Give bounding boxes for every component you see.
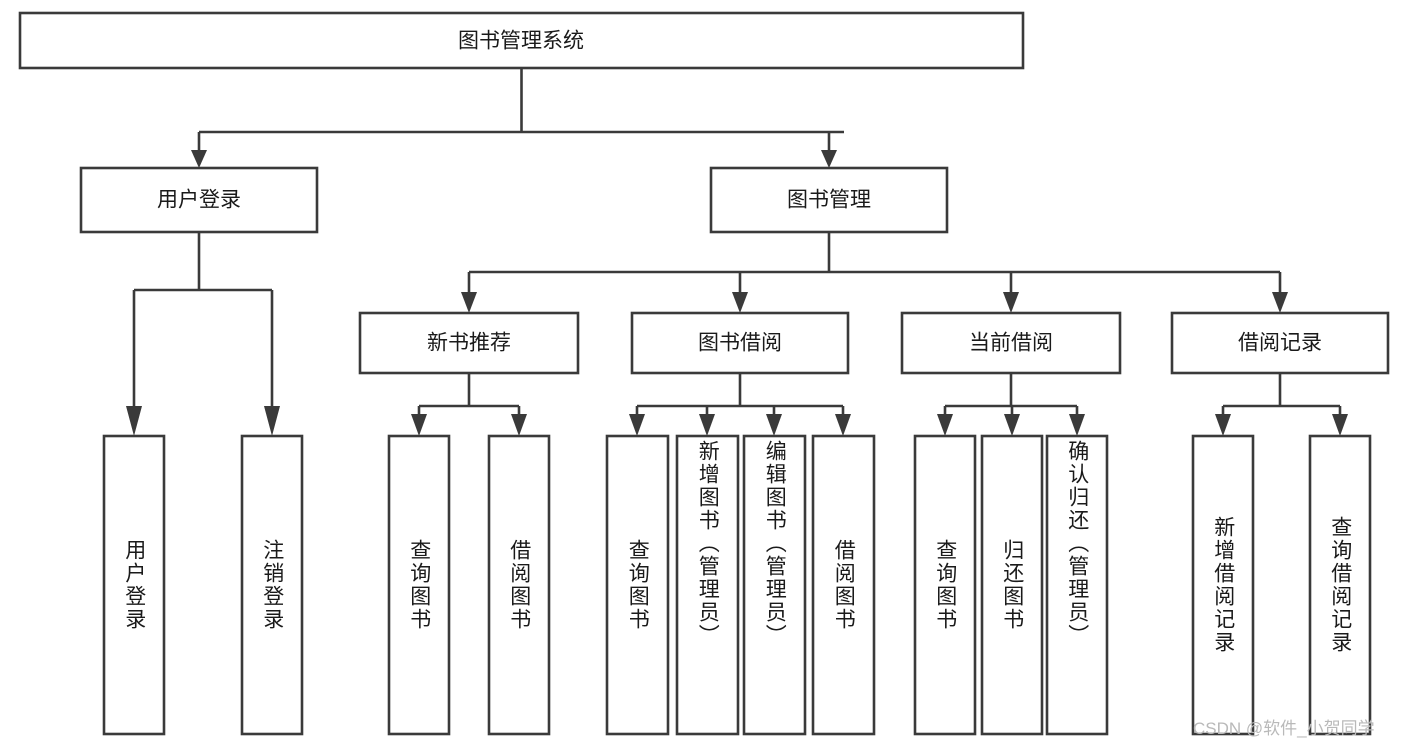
arrowhead-cb-leaf-1 bbox=[937, 414, 953, 436]
node-new-book-recommend-label: 新书推荐 bbox=[427, 332, 511, 355]
arrowhead-new-book-recommend bbox=[461, 292, 477, 313]
connector-layer bbox=[126, 68, 1348, 436]
leaf-box-nbr-borrow-book[interactable] bbox=[487, 434, 551, 736]
node-current-borrow[interactable]: 当前借阅 bbox=[900, 311, 1122, 375]
node-user-login[interactable]: 用户登录 bbox=[79, 166, 319, 234]
node-book-manage[interactable]: 图书管理 bbox=[709, 166, 949, 234]
leaf-box-br-query-record[interactable] bbox=[1308, 434, 1372, 736]
arrowhead-book-borrow bbox=[732, 292, 748, 313]
arrowhead-cb-leaf-2 bbox=[1004, 414, 1020, 436]
arrowhead-user-login bbox=[191, 150, 207, 168]
leaf-boxes-current-borrow bbox=[913, 434, 1109, 736]
leaf-box-bb-borrow-book[interactable] bbox=[811, 434, 876, 736]
leaf-box-bb-add-book[interactable] bbox=[675, 434, 740, 736]
arrowhead-br-leaf-1 bbox=[1215, 414, 1231, 436]
arrowhead-current-borrow bbox=[1003, 292, 1019, 313]
arrowhead-bb-leaf-2 bbox=[699, 414, 715, 436]
node-borrow-record-label: 借阅记录 bbox=[1238, 332, 1322, 355]
node-borrow-record-box[interactable] bbox=[1170, 311, 1390, 375]
arrowhead-bb-leaf-4 bbox=[835, 414, 851, 436]
leaf-box-cb-query-book[interactable] bbox=[913, 434, 977, 736]
leaf-box-br-add-record[interactable] bbox=[1191, 434, 1255, 736]
node-user-login-label: 用户登录 bbox=[157, 189, 241, 212]
node-new-book-recommend[interactable]: 新书推荐 bbox=[358, 311, 580, 375]
leaf-box-bb-edit-book[interactable] bbox=[742, 434, 807, 736]
leaf-boxes-borrow-record bbox=[1191, 434, 1372, 736]
arrowhead-borrow-record bbox=[1272, 292, 1288, 313]
arrowhead-bb-leaf-3 bbox=[766, 414, 782, 436]
arrowhead-cb-leaf-3 bbox=[1069, 414, 1085, 436]
node-current-borrow-box[interactable] bbox=[900, 311, 1122, 375]
arrowhead-book-manage bbox=[821, 150, 837, 168]
node-new-book-recommend-box[interactable] bbox=[358, 311, 580, 375]
node-book-borrow[interactable]: 图书借阅 bbox=[630, 311, 850, 375]
leaf-box-logout[interactable] bbox=[240, 434, 304, 736]
node-book-manage-label: 图书管理 bbox=[787, 189, 871, 212]
node-book-borrow-label: 图书借阅 bbox=[698, 332, 782, 355]
node-book-borrow-box[interactable] bbox=[630, 311, 850, 375]
leaf-box-nbr-query-book[interactable] bbox=[387, 434, 451, 736]
node-root-label: 图书管理系统 bbox=[458, 30, 584, 53]
leaf-boxes-new-book-recommend bbox=[387, 434, 551, 736]
arrowhead-bb-leaf-1 bbox=[629, 414, 645, 436]
node-root-system[interactable]: 图书管理系统 bbox=[18, 11, 1025, 70]
node-borrow-record[interactable]: 借阅记录 bbox=[1170, 311, 1390, 375]
leaf-box-cb-return-book[interactable] bbox=[980, 434, 1044, 736]
leaf-box-bb-query-book[interactable] bbox=[605, 434, 670, 736]
arrowhead-nbr-leaf-1 bbox=[411, 414, 427, 436]
arrowhead-leaf-logout bbox=[264, 406, 280, 436]
node-book-manage-box[interactable] bbox=[709, 166, 949, 234]
arrowhead-leaf-user-login bbox=[126, 406, 142, 436]
arrowhead-nbr-leaf-2 bbox=[511, 414, 527, 436]
arrowhead-br-leaf-2 bbox=[1332, 414, 1348, 436]
leaf-boxes-book-borrow bbox=[605, 434, 876, 736]
leaf-box-user-login[interactable] bbox=[102, 434, 166, 736]
node-root-box[interactable] bbox=[18, 11, 1025, 70]
leaf-boxes-user-login bbox=[102, 434, 304, 736]
node-user-login-box[interactable] bbox=[79, 166, 319, 234]
node-current-borrow-label: 当前借阅 bbox=[969, 332, 1053, 355]
leaf-box-cb-confirm-return[interactable] bbox=[1045, 434, 1109, 736]
